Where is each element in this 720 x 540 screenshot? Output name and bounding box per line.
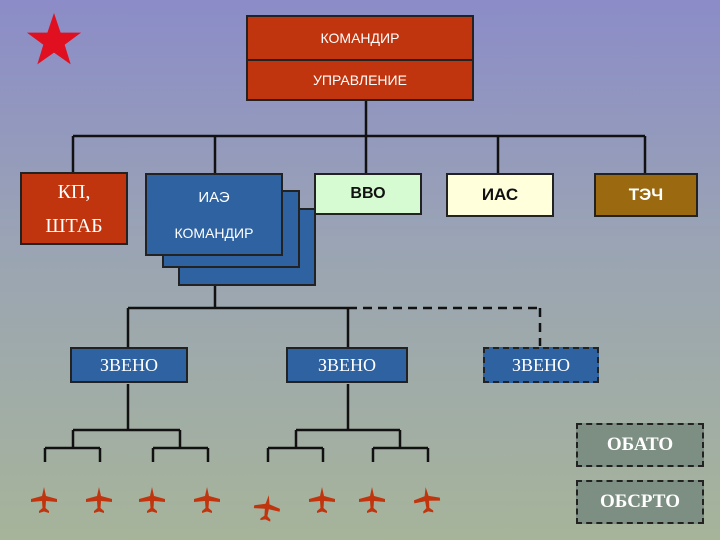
iae-label: ИАЭ [198, 188, 230, 206]
iae-commander-box: ИАЭ КОМАНДИР [145, 173, 283, 256]
airplane-icon [86, 487, 112, 513]
staff-label: ШТАБ [45, 214, 103, 237]
airplane-icon [413, 487, 441, 514]
commander-box: КОМАНДИР УПРАВЛЕНИЕ [246, 15, 474, 101]
obato-label: ОБАТО [606, 434, 674, 455]
zveno-label: ЗВЕНО [317, 354, 377, 375]
ias-label: ИАС [481, 185, 519, 204]
tech-box: ТЭЧ [594, 173, 698, 217]
tech-label: ТЭЧ [628, 185, 664, 204]
management-title: УПРАВЛЕНИЕ [313, 72, 407, 88]
zveno-label: ЗВЕНО [511, 354, 571, 375]
iae-commander-label: КОМАНДИР [174, 224, 254, 241]
airplane-icon [31, 487, 57, 513]
red-star-icon [26, 13, 82, 65]
airplane-icon [194, 487, 220, 513]
zveno-box-3-planned: ЗВЕНО [483, 347, 599, 383]
zveno-box-2: ЗВЕНО [286, 347, 408, 383]
airplane-icon [253, 495, 281, 522]
zveno-box-1: ЗВЕНО [70, 347, 188, 383]
airplane-icon [309, 487, 335, 513]
kp-staff-box: КП, ШТАБ [20, 172, 128, 245]
zveno-label: ЗВЕНО [99, 354, 159, 375]
airplane-icon [359, 487, 385, 513]
kp-label: КП, [57, 180, 91, 203]
vvo-label: ВВО [350, 185, 386, 202]
obsrto-label: ОБСРТО [600, 491, 680, 512]
obato-box: ОБАТО [576, 423, 704, 467]
obsrto-box: ОБСРТО [576, 480, 704, 524]
ias-box: ИАС [446, 173, 554, 217]
airplane-icon [139, 487, 165, 513]
vvo-box: ВВО [314, 173, 422, 215]
commander-title: КОМАНДИР [248, 17, 472, 61]
